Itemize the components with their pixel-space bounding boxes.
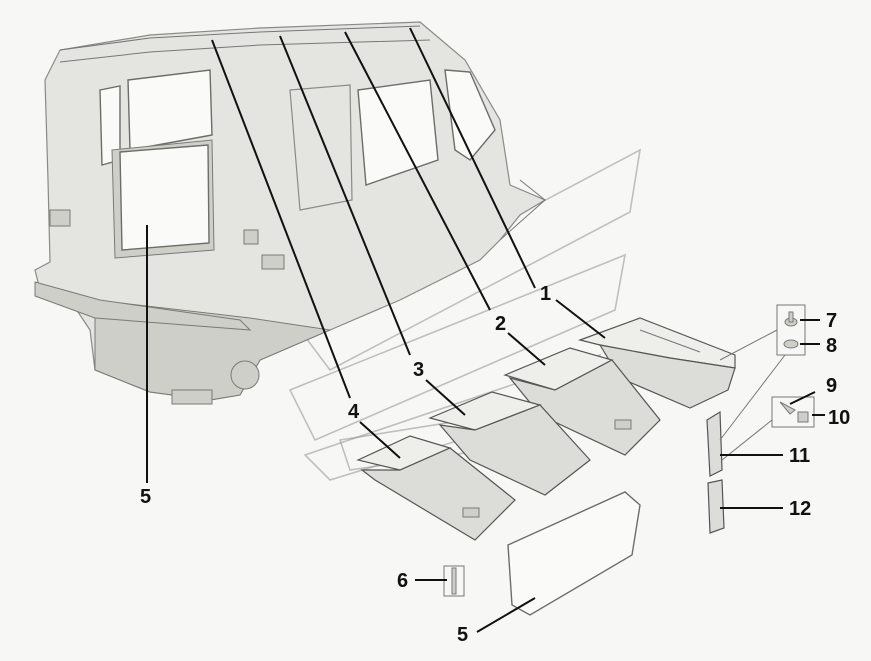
callout-labels: 1 2 3 4 5 5 6 7 8 9 10 11 12 — [140, 283, 850, 646]
callout-2: 2 — [495, 313, 506, 335]
fasteners — [443, 304, 815, 597]
trim-panel-4 — [356, 435, 516, 541]
vehicle-body — [34, 21, 547, 405]
callout-9: 9 — [826, 375, 837, 397]
callout-1: 1 — [540, 283, 551, 305]
trim-panel-3 — [428, 391, 591, 496]
callout-3: 3 — [413, 359, 424, 381]
glass-panel-5 — [507, 491, 641, 616]
leader-lines — [146, 27, 825, 633]
callout-12: 12 — [789, 498, 811, 520]
callout-4: 4 — [348, 401, 360, 423]
callout-6: 6 — [397, 570, 408, 592]
callout-5-vehicle: 5 — [140, 486, 151, 508]
callout-8: 8 — [826, 335, 837, 357]
callout-10: 10 — [828, 407, 850, 429]
callout-5-glass: 5 — [457, 624, 468, 646]
callout-7: 7 — [826, 310, 837, 332]
callout-11: 11 — [789, 445, 810, 467]
